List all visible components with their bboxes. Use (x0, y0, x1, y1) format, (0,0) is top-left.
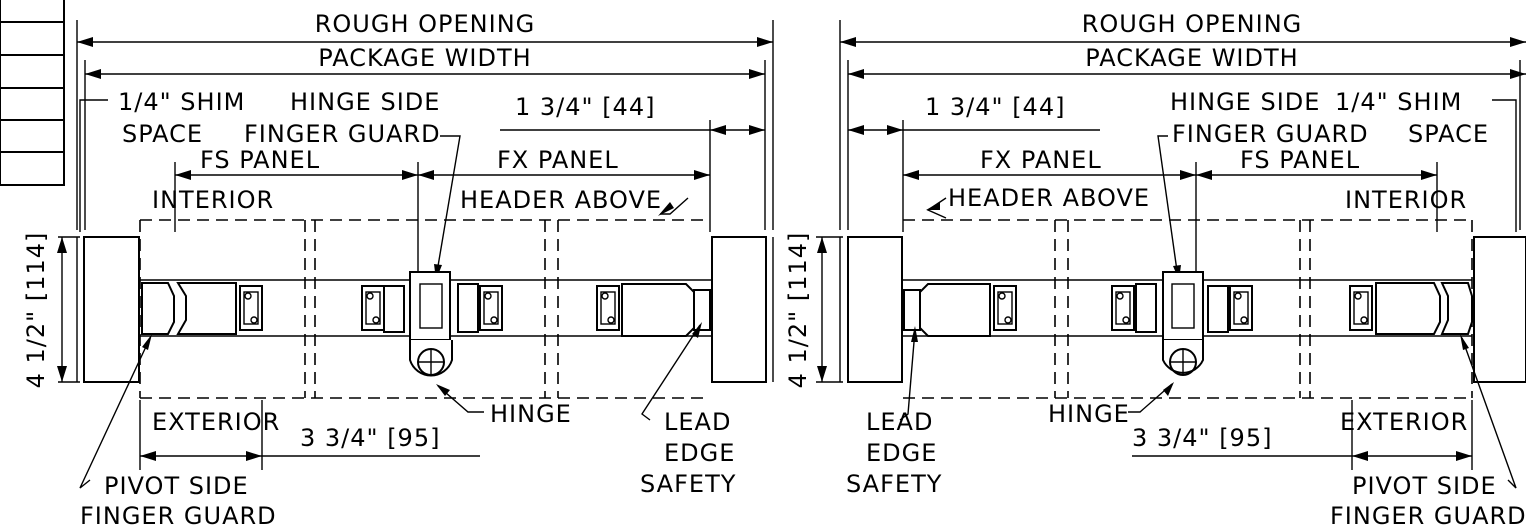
hinge-callout: HINGE (436, 384, 572, 428)
panel-dimensions: FS PANEL FX PANEL (174, 146, 710, 275)
bottom-thickness-label-right: 3 3/4" [95] (1132, 424, 1272, 452)
shim-label-line2: SPACE (122, 120, 203, 148)
door-profiles (140, 271, 712, 341)
lead-edge-callout: LEAD EDGE SAFETY (640, 322, 736, 498)
shim-label-line2-right: SPACE (1408, 120, 1489, 148)
hinge-pivot-right (1162, 340, 1204, 376)
header-above-callout-right: HEADER ABOVE (926, 184, 1150, 219)
depth-dimension-right: 4 1/2" [114] (784, 232, 843, 389)
pivot-guard-callout-right: PIVOT SIDE FINGER GUARD (1330, 334, 1526, 527)
interior-label-right: INTERIOR (1345, 186, 1467, 214)
right-view: ROUGH OPENING PACKAGE WIDTH 1 3/4" [44] … (784, 10, 1526, 527)
depth-label-right: 4 1/2" [114] (784, 232, 812, 389)
pivot-label-line1-right: PIVOT SIDE (1352, 472, 1497, 500)
bottom-thickness-dimension-right: 3 3/4" [95] (1132, 400, 1473, 470)
hinge-callout-right: HINGE (1048, 382, 1174, 428)
shim-label-line1-right: 1/4" SHIM (1335, 88, 1462, 116)
top-thickness-dimension: 1 3/4" [44] (500, 93, 765, 232)
rough-opening-dimension-right: ROUGH OPENING (840, 10, 1526, 47)
exterior-label: EXTERIOR (152, 408, 280, 436)
door-profiles-right (903, 271, 1473, 341)
interior-label: INTERIOR (152, 186, 274, 214)
pivot-jamb (83, 236, 140, 383)
lead-jamb (711, 236, 767, 383)
lead-label-line2: EDGE (664, 439, 735, 467)
depth-label: 4 1/2" [114] (22, 232, 50, 389)
shim-callout-right: 1/4" SHIM SPACE (1335, 88, 1517, 232)
lead-label-line3: SAFETY (640, 470, 736, 498)
rough-opening-dimension: ROUGH OPENING (77, 10, 773, 47)
title-block-fragment (0, 0, 65, 186)
header-outline-right (903, 219, 1473, 399)
hinge-label-right: HINGE (1048, 400, 1130, 428)
lead-label-line3-right: SAFETY (846, 470, 942, 498)
hinge-label: HINGE (490, 400, 572, 428)
top-thickness-label: 1 3/4" [44] (515, 93, 655, 121)
exterior-label-right: EXTERIOR (1340, 408, 1468, 436)
pivot-label-line1: PIVOT SIDE (104, 472, 249, 500)
fx-panel-label-right: FX PANEL (980, 146, 1102, 174)
hinge-guard-callout-right: HINGE SIDE FINGER GUARD (1157, 88, 1369, 280)
left-view: ROUGH OPENING PACKAGE WIDTH 1/4" SHIM SP… (0, 0, 774, 527)
header-above-label: HEADER ABOVE (460, 186, 662, 214)
shim-callout: 1/4" SHIM SPACE (79, 88, 245, 232)
hinge-guard-callout: HINGE SIDE FINGER GUARD (244, 88, 461, 280)
pivot-jamb-right (1473, 236, 1526, 383)
rough-opening-label-right: ROUGH OPENING (1082, 10, 1303, 38)
pivot-label-line2: FINGER GUARD (80, 502, 277, 527)
fx-panel-label: FX PANEL (497, 146, 619, 174)
pivot-label-line2-right: FINGER GUARD (1330, 502, 1526, 527)
hinge-guard-label-line2-right: FINGER GUARD (1172, 120, 1369, 148)
top-thickness-dimension-right: 1 3/4" [44] (848, 93, 1100, 232)
lead-edge-callout-right: LEAD EDGE SAFETY (846, 326, 942, 498)
header-above-callout: HEADER ABOVE (460, 186, 689, 216)
bottom-thickness-dimension: 3 3/4" [95] (139, 400, 480, 470)
depth-dimension: 4 1/2" [114] (22, 232, 80, 389)
lead-label-line2-right: EDGE (866, 439, 937, 467)
package-width-label: PACKAGE WIDTH (318, 44, 531, 72)
hinge-pivot (409, 340, 453, 377)
hinge-guard-label-line2: FINGER GUARD (244, 120, 441, 148)
lead-jamb-right (847, 236, 903, 383)
package-width-dimension-right: PACKAGE WIDTH (848, 44, 1526, 79)
shim-label-line1: 1/4" SHIM (118, 88, 245, 116)
fs-panel-label: FS PANEL (200, 146, 320, 174)
lead-label-line1: LEAD (664, 408, 731, 436)
package-width-dimension: PACKAGE WIDTH (85, 44, 765, 79)
hinge-guard-label-line1: HINGE SIDE (290, 88, 440, 116)
pivot-guard-callout: PIVOT SIDE FINGER GUARD (79, 334, 277, 527)
header-above-label-right: HEADER ABOVE (948, 184, 1150, 212)
hinge-guard-label-line1-right: HINGE SIDE (1170, 88, 1320, 116)
bottom-thickness-label: 3 3/4" [95] (300, 424, 440, 452)
package-width-label-right: PACKAGE WIDTH (1085, 44, 1298, 72)
top-thickness-label-right: 1 3/4" [44] (925, 93, 1065, 121)
fs-panel-label-right: FS PANEL (1240, 146, 1360, 174)
lead-label-line1-right: LEAD (866, 408, 933, 436)
rough-opening-label: ROUGH OPENING (315, 10, 536, 38)
panel-dimensions-right: FX PANEL FS PANEL (903, 146, 1438, 275)
